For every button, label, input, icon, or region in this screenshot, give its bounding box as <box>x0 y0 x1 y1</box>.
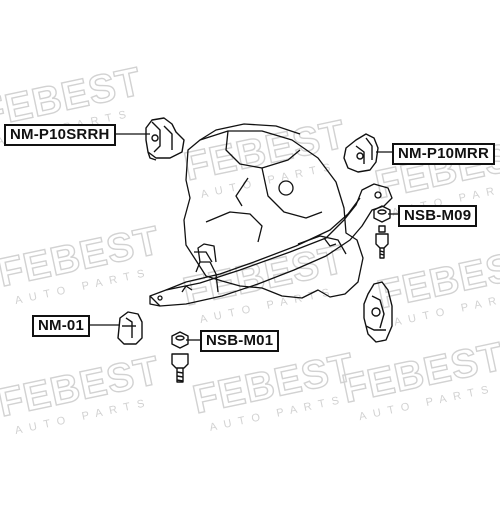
part-label-rear-right-mount[interactable]: NM-P10SRRH <box>4 124 116 146</box>
nut-m09-drawing <box>373 205 391 259</box>
part-label-rear-mount[interactable]: NM-P10MRR <box>392 143 495 165</box>
part-label-front-mount[interactable]: NM-01 <box>32 315 91 337</box>
nut-m01-drawing <box>171 331 189 383</box>
part-label-nut-m09[interactable]: NSB-M09 <box>398 205 478 227</box>
watermark-9: FEBEST AUTO PARTS <box>338 334 500 423</box>
watermark-layer: FEBEST AUTO PARTS FEBEST AUTO PARTS FEBE… <box>0 59 500 437</box>
rear-right-mount-drawing <box>145 117 185 161</box>
front-right-mount-drawing <box>363 281 393 343</box>
subframe-outline <box>149 183 393 307</box>
watermark-8: FEBEST AUTO PARTS <box>188 345 359 434</box>
front-mount-drawing <box>117 311 143 345</box>
engine-block-outline <box>183 123 364 299</box>
leader-lines <box>90 133 400 341</box>
part-label-nut-m01[interactable]: NSB-M01 <box>200 330 280 352</box>
watermark-4: FEBEST AUTO PARTS <box>0 218 165 307</box>
rear-mount-drawing <box>343 133 379 173</box>
watermark-7: FEBEST AUTO PARTS <box>0 348 165 437</box>
watermark-5: FEBEST AUTO PARTS <box>179 237 350 326</box>
